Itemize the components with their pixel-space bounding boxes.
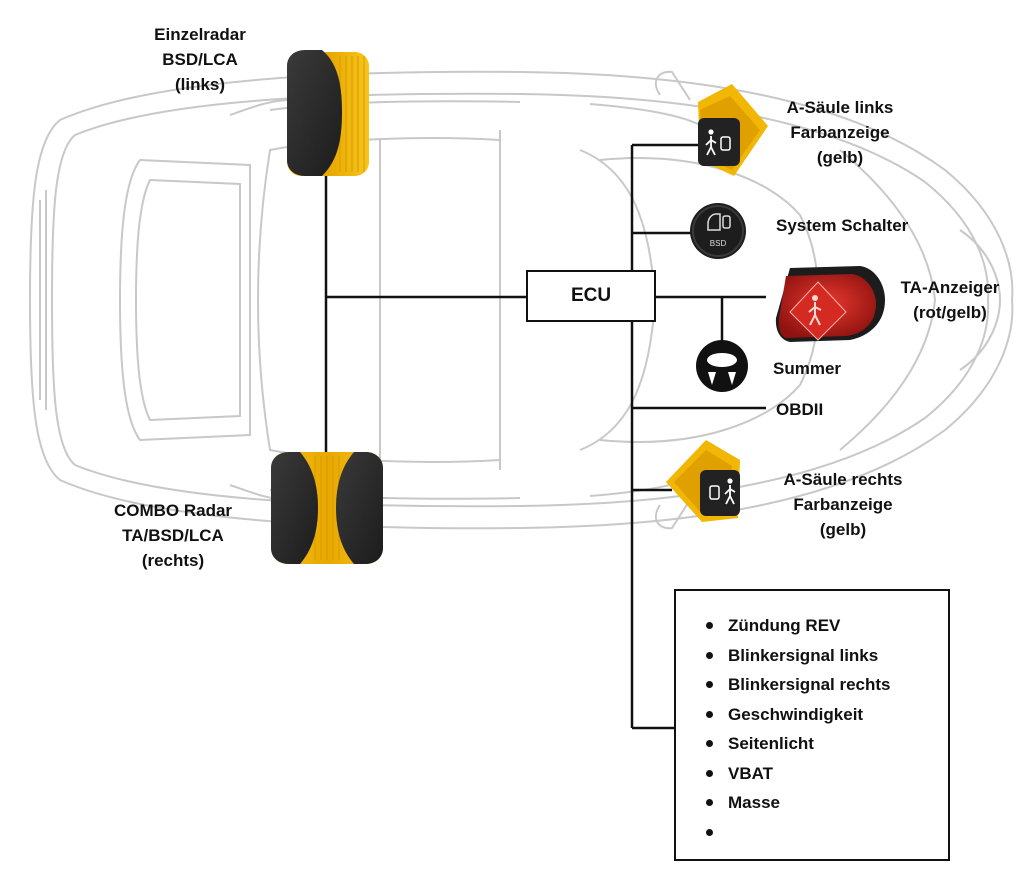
label-line: COMBO Radar <box>113 501 233 520</box>
ta-indicator <box>775 266 885 342</box>
signal-item: VBAT <box>706 759 948 789</box>
buzzer <box>696 340 748 392</box>
label-line: BSD/LCA <box>162 50 238 69</box>
label-system-switch: System Schalter <box>776 213 908 238</box>
label-buzzer: Summer <box>773 356 841 381</box>
signal-list: Zündung REV Blinkersignal links Blinkers… <box>706 611 948 847</box>
signal-item <box>706 818 948 848</box>
label-line: TA/BSD/LCA <box>122 526 224 545</box>
radar-left <box>287 50 369 176</box>
signal-item: Masse <box>706 788 948 818</box>
system-switch: BSD <box>690 203 746 259</box>
label-line: A-Säule links <box>786 98 894 117</box>
label-line: (gelb) <box>816 148 864 167</box>
ecu-box: ECU <box>526 270 656 322</box>
label-line: Farbanzeige <box>790 123 890 142</box>
label-line: (rechts) <box>141 551 205 570</box>
label-line: OBDII <box>776 400 824 419</box>
ecu-label: ECU <box>570 285 612 306</box>
label-line: (links) <box>174 75 226 94</box>
wires <box>324 143 766 730</box>
a-pillar-left-indicator <box>698 84 768 176</box>
label-line: Summer <box>773 359 842 378</box>
label-radar-left: Einzelradar BSD/LCA (links) <box>140 22 260 97</box>
label-line: TA-Anzeiger <box>900 278 1000 297</box>
label-obd: OBDII <box>776 397 823 422</box>
label-a-pillar-left: A-Säule links Farbanzeige (gelb) <box>770 95 910 170</box>
label-line: Einzelradar <box>154 25 246 44</box>
label-ta-indicator: TA-Anzeiger (rot/gelb) <box>890 275 1010 325</box>
label-line: (gelb) <box>819 520 867 539</box>
radar-right <box>271 452 383 564</box>
label-line: A-Säule rechts <box>783 470 903 489</box>
signal-list-box: Zündung REV Blinkersignal links Blinkers… <box>674 589 950 861</box>
label-line: System Schalter <box>776 216 909 235</box>
switch-bsd-text: BSD <box>710 239 727 248</box>
signal-item: Blinkersignal rechts <box>706 670 948 700</box>
label-line: (rot/gelb) <box>913 303 987 322</box>
signal-item: Zündung REV <box>706 611 948 641</box>
signal-item: Seitenlicht <box>706 729 948 759</box>
label-radar-right: COMBO Radar TA/BSD/LCA (rechts) <box>100 498 246 573</box>
signal-item: Geschwindigkeit <box>706 700 948 730</box>
label-a-pillar-right: A-Säule rechts Farbanzeige (gelb) <box>768 467 918 542</box>
a-pillar-right-indicator <box>666 440 740 522</box>
signal-item: Blinkersignal links <box>706 641 948 671</box>
label-line: Farbanzeige <box>793 495 893 514</box>
